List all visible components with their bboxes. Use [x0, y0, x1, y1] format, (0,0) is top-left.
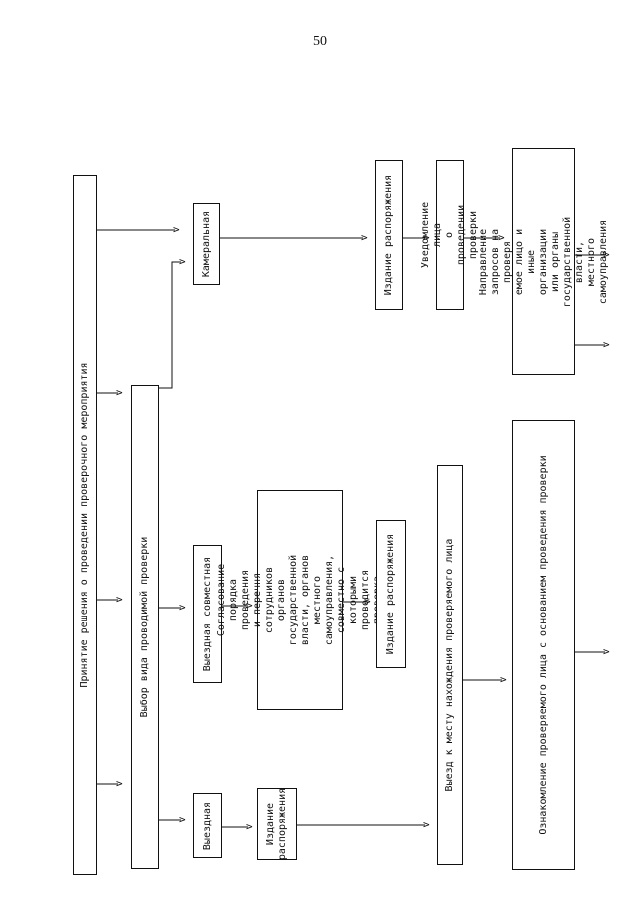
arrow-right-icon: > [116, 777, 123, 790]
arrow-right-icon: > [179, 813, 186, 826]
arrow-right-icon: > [423, 818, 430, 831]
arrow-right-icon: > [116, 593, 123, 606]
joint-field-label: Выездная совместная [201, 556, 213, 672]
notify-label: Уведомление лица о проведении проверки [420, 201, 479, 269]
choose-type-box: Выбор вида проводимой проверки [131, 385, 159, 869]
arrow-right-icon: > [364, 595, 371, 608]
arrow-right-icon: > [498, 231, 505, 244]
arrow-right-icon: > [423, 231, 430, 244]
desk-box: Камеральная [193, 203, 220, 285]
page-number: 50 [313, 34, 327, 49]
choose-type-label: Выбор вида проводимой проверки [139, 536, 150, 718]
arrow-right-icon: > [500, 673, 507, 686]
coordination-box: Согласование порядка проведения и перечн… [216, 490, 383, 710]
requests-box: Направление запросов на проверя емое лиц… [478, 148, 609, 375]
arrow-right-icon: > [603, 338, 610, 351]
field-label: Выездная [201, 801, 213, 850]
acquaint-label: Ознакомление проверяемого лица с основан… [537, 455, 549, 835]
desk-label: Камеральная [200, 210, 212, 278]
travel-box: Выезд к месту нахождения проверяемого ли… [437, 465, 463, 865]
decision-box: Принятие решения о проведении проверочно… [73, 175, 97, 875]
order-desk-box: Издание распоряжения [375, 160, 403, 310]
order-joint-box: Издание распоряжения [376, 520, 406, 668]
field-box: Выездная [193, 793, 222, 858]
order-joint-label: Издание распоряжения [385, 533, 396, 655]
arrow-right-icon: > [246, 820, 253, 833]
arrow-right-icon: > [246, 599, 253, 612]
arrow-right-icon: > [603, 248, 610, 261]
order-field-label: Издание распоряжения [265, 787, 288, 861]
travel-label: Выезд к месту нахождения проверяемого ли… [444, 538, 455, 792]
decision-label: Принятие решения о проведении проверочно… [79, 362, 90, 688]
arrow-right-icon: > [179, 601, 186, 614]
acquaint-box: Ознакомление проверяемого лица с основан… [512, 420, 575, 870]
arrow-right-icon: > [361, 231, 368, 244]
arrow-right-icon: > [179, 255, 186, 268]
arrow-right-icon: > [603, 645, 610, 658]
arrow-right-icon: > [116, 386, 123, 399]
joint-field-box: Выездная совместная [193, 545, 222, 683]
coordination-label: Согласование порядка проведения и перечн… [216, 554, 383, 646]
arrow-right-icon: > [173, 223, 180, 236]
notify-box: Уведомление лица о проведении проверки [420, 160, 479, 310]
order-field-box: Издание распоряжения [257, 788, 297, 860]
order-desk-label: Издание распоряжения [383, 174, 394, 296]
requests-label: Направление запросов на проверя емое лиц… [477, 216, 609, 307]
